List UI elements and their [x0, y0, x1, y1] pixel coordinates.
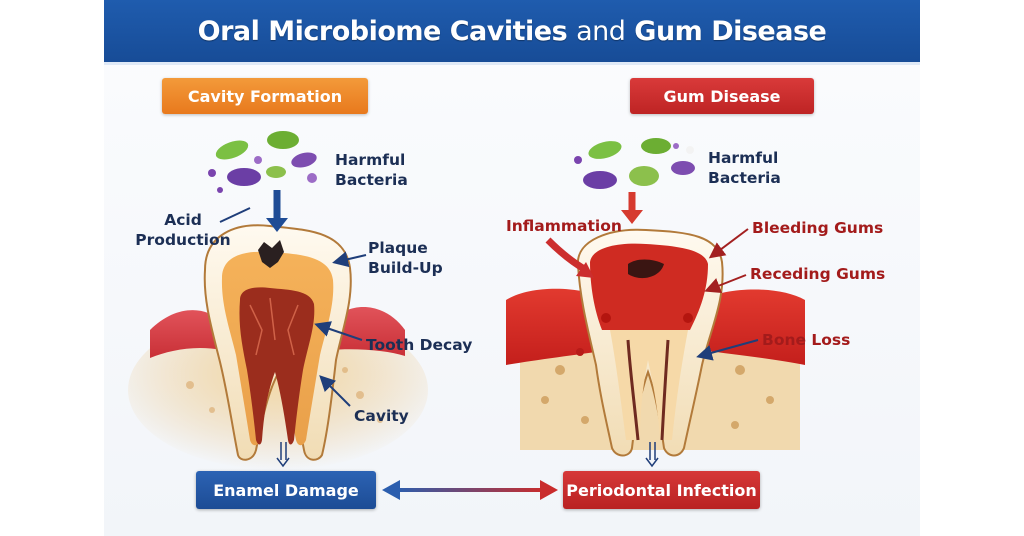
left-bacteria-cluster [208, 131, 317, 193]
cavity-label: Cavity [354, 407, 409, 425]
plaque-line-2: Build-Up [368, 259, 443, 277]
left-tooth [203, 224, 352, 461]
right-tooth [576, 228, 724, 457]
plaque-line-1: Plaque [368, 239, 428, 257]
title-bold-1: Oral Microbiome Cavities [197, 15, 568, 47]
enamel-damage-box: Enamel Damage [196, 471, 376, 509]
right-bacteria-line-1: Harmful [708, 149, 779, 167]
tooth-decay-label: Tooth Decay [366, 336, 473, 354]
cavity-formation-header: Cavity Formation [162, 78, 368, 114]
title-bar: Oral Microbiome Cavities and Gum Disease [104, 0, 920, 65]
right-bacteria-line-2: Bacteria [708, 169, 781, 187]
inflammation-label: Inflammation [506, 217, 622, 235]
acid-line-2: Production [135, 231, 231, 249]
connector-arrow [382, 480, 558, 500]
receding-gums-label: Receding Gums [750, 265, 886, 283]
left-arrows [219, 190, 367, 468]
right-arrows [545, 192, 759, 468]
acid-line-1: Acid [164, 211, 202, 229]
left-bone [128, 310, 428, 470]
gum-disease-header: Gum Disease [630, 78, 814, 114]
left-bacteria-line-2: Bacteria [335, 171, 408, 189]
bone-loss-label: Bone Loss [762, 331, 851, 349]
left-harmful-bacteria-label: Harmful Bacteria [335, 150, 408, 190]
page-title: Oral Microbiome Cavities and Gum Disease [198, 16, 827, 47]
bleeding-gums-label: Bleeding Gums [752, 219, 884, 237]
title-bold-2: Gum Disease [634, 15, 827, 47]
plaque-build-up-label: Plaque Build-Up [368, 238, 443, 278]
title-thin: and [576, 15, 626, 47]
left-gums [150, 307, 405, 358]
left-bacteria-line-1: Harmful [335, 151, 406, 169]
periodontal-infection-box: Periodontal Infection [563, 471, 760, 509]
right-bacteria-cluster [574, 138, 695, 189]
acid-production-label: Acid Production [135, 210, 231, 250]
right-harmful-bacteria-label: Harmful Bacteria [708, 148, 781, 188]
